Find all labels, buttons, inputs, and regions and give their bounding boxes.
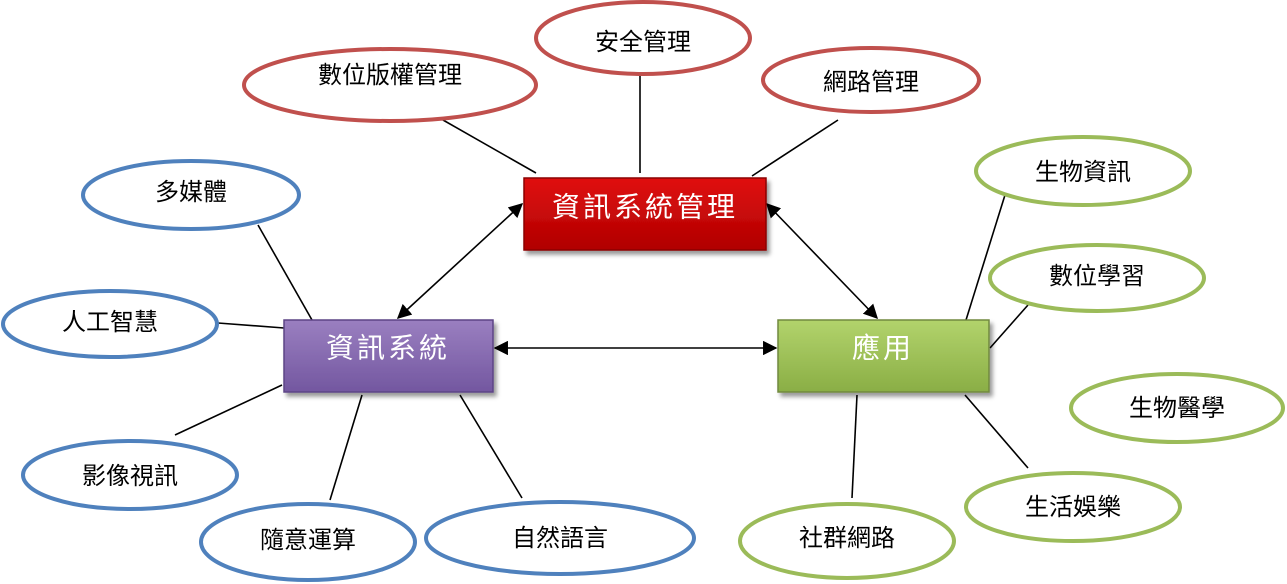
connector-line [964, 394, 1029, 469]
topic-label: 安全管理 [595, 28, 691, 56]
topic-security-management[interactable]: 安全管理 [534, 0, 752, 76]
connector-line [989, 304, 1029, 349]
topic-bioinformatics[interactable]: 生物資訊 [974, 135, 1192, 207]
connectors [174, 76, 1029, 501]
topic-network-management[interactable]: 網路管理 [761, 46, 981, 114]
topic-artificial-intelligence[interactable]: 人工智慧 [1, 289, 219, 359]
double-arrow-management-application [766, 202, 878, 320]
topic-label: 影像視訊 [82, 462, 178, 490]
connector-line [965, 194, 1006, 321]
connector-line [459, 394, 523, 499]
hub-label: 資訊系統 [326, 332, 450, 365]
hub-label: 資訊系統管理 [552, 191, 738, 224]
connector-line [851, 394, 858, 499]
connector-line [174, 384, 283, 436]
topic-label: 人工智慧 [62, 308, 158, 336]
topic-label: 多媒體 [155, 178, 227, 206]
topic-label: 數位學習 [1049, 262, 1145, 290]
management-topics: 數位版權管理 安全管理 網路管理 [242, 0, 981, 123]
connector-line [751, 119, 839, 177]
system-topics: 多媒體 人工智慧 影像視訊 隨意運算 自然語言 [1, 159, 696, 582]
topic-entertainment[interactable]: 生活娛樂 [964, 471, 1182, 543]
topic-label: 生物資訊 [1035, 158, 1131, 186]
connector-line [257, 224, 313, 321]
topic-label: 生物醫學 [1129, 394, 1225, 422]
topic-label: 網路管理 [823, 68, 919, 96]
topic-natural-language[interactable]: 自然語言 [424, 500, 696, 576]
topic-digital-rights-management[interactable]: 數位版權管理 [242, 47, 538, 123]
topic-e-learning[interactable]: 數位學習 [988, 243, 1206, 313]
application-topics: 生物資訊 數位學習 生物醫學 生活娛樂 社群網路 [738, 135, 1285, 580]
topic-social-network[interactable]: 社群網路 [738, 502, 956, 580]
hub-information-system[interactable]: 資訊系統 [283, 319, 494, 393]
connector-line [442, 119, 537, 174]
topic-label: 自然語言 [512, 524, 608, 552]
hub-label: 應用 [852, 332, 914, 365]
topic-ubiquitous-computing[interactable]: 隨意運算 [199, 502, 417, 582]
topic-label: 數位版權管理 [318, 61, 462, 89]
double-arrow-management-system [396, 203, 524, 319]
topic-label: 社群網路 [799, 524, 895, 552]
topic-multimedia[interactable]: 多媒體 [81, 159, 301, 231]
topic-label: 隨意運算 [260, 526, 356, 554]
connector-line [217, 322, 285, 329]
topic-image-video[interactable]: 影像視訊 [21, 439, 239, 511]
connector-line [329, 394, 363, 501]
topic-label: 生活娛樂 [1025, 493, 1121, 521]
hub-information-system-management[interactable]: 資訊系統管理 [523, 177, 767, 251]
hub-applications[interactable]: 應用 [777, 319, 990, 393]
topic-biomedicine[interactable]: 生物醫學 [1069, 372, 1285, 444]
